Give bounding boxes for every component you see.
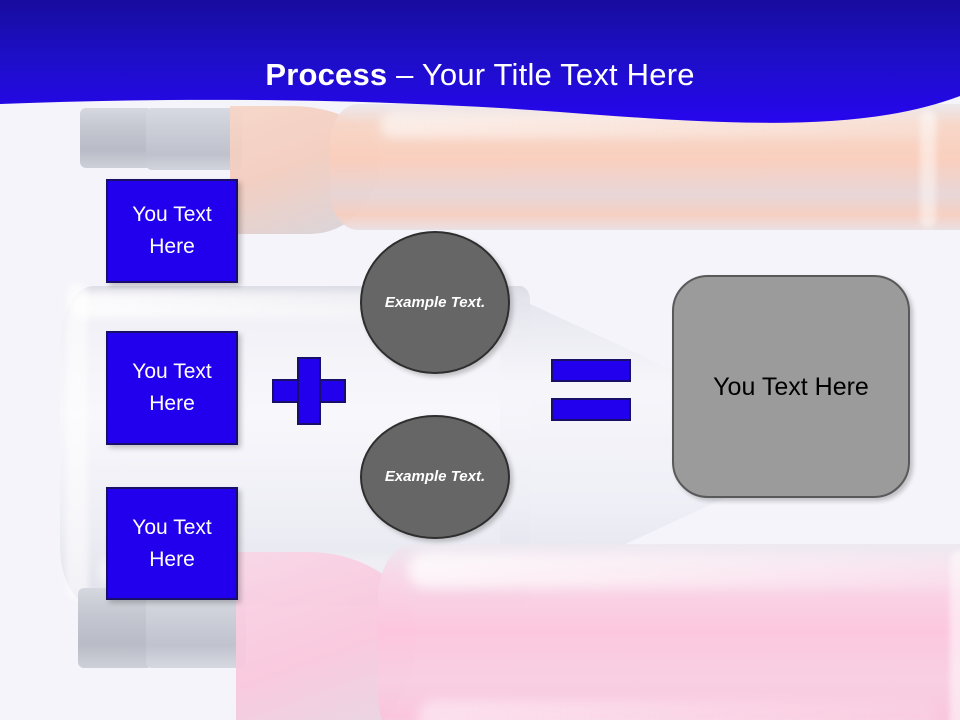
header-curve-shape bbox=[0, 0, 960, 123]
input-box-2[interactable]: You Text Here bbox=[106, 331, 238, 445]
page-title-rest: – Your Title Text Here bbox=[387, 57, 695, 92]
input-box-3[interactable]: You Text Here bbox=[106, 487, 238, 600]
page-title-strong: Process bbox=[265, 57, 388, 92]
example-circle-1-label: Example Text. bbox=[384, 293, 486, 311]
input-box-2-label: You Text Here bbox=[132, 360, 212, 415]
plus-center-fill bbox=[299, 381, 319, 401]
bottle-cap-icon bbox=[78, 588, 150, 668]
equals-top-bar bbox=[551, 359, 631, 382]
result-box[interactable]: You Text Here bbox=[672, 275, 910, 498]
example-circle-2-label: Example Text. bbox=[384, 468, 486, 485]
page-title: Process – Your Title Text Here bbox=[0, 55, 960, 95]
bottle-body bbox=[378, 544, 960, 720]
example-circle-1[interactable]: Example Text. bbox=[360, 231, 510, 374]
bottle-cap-icon bbox=[80, 108, 150, 168]
equals-icon bbox=[551, 359, 631, 421]
result-box-label: You Text Here bbox=[713, 372, 869, 401]
input-box-1[interactable]: You Text Here bbox=[106, 179, 238, 283]
header-banner: Process – Your Title Text Here bbox=[0, 0, 960, 150]
equals-bottom-bar bbox=[551, 398, 631, 421]
plus-icon bbox=[272, 357, 346, 425]
input-box-3-label: You Text Here bbox=[132, 515, 212, 571]
input-box-1-label: You Text Here bbox=[132, 203, 212, 258]
example-circle-2[interactable]: Example Text. bbox=[360, 415, 510, 539]
bottle-neck bbox=[146, 108, 242, 170]
